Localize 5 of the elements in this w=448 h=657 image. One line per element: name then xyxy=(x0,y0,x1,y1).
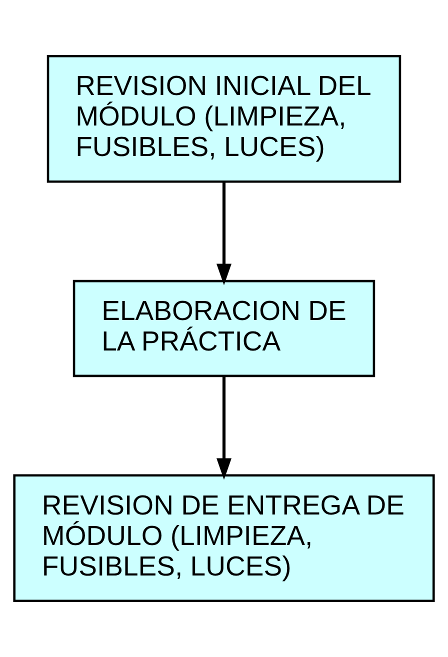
node-box: ELABORACION DE LA PRÁCTICA xyxy=(72,280,376,378)
arrow xyxy=(216,182,232,286)
arrow xyxy=(216,376,232,480)
node-box: REVISION DE ENTREGA DE MÓDULO (LIMPIEZA, FUSIBLES, LUCES) xyxy=(13,474,435,602)
node-box: REVISION INICIAL DEL MÓDULO (LIMPIEZA, FUSIBLES, LUCES) xyxy=(46,54,402,183)
